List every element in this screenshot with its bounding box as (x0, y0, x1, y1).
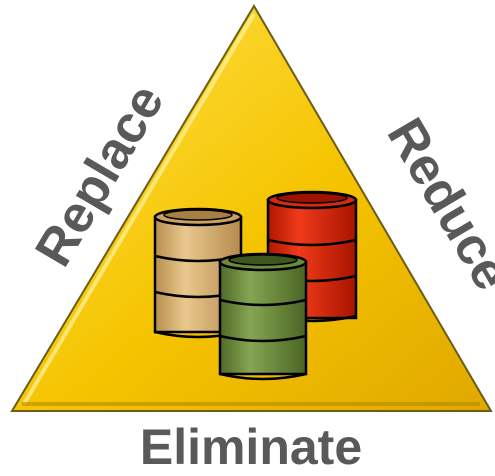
green-barrel-icon (218, 252, 308, 381)
triangle-bevel-left (22, 12, 256, 406)
eliminate-label: Eliminate (140, 419, 362, 475)
triangle-shape (10, 4, 493, 412)
